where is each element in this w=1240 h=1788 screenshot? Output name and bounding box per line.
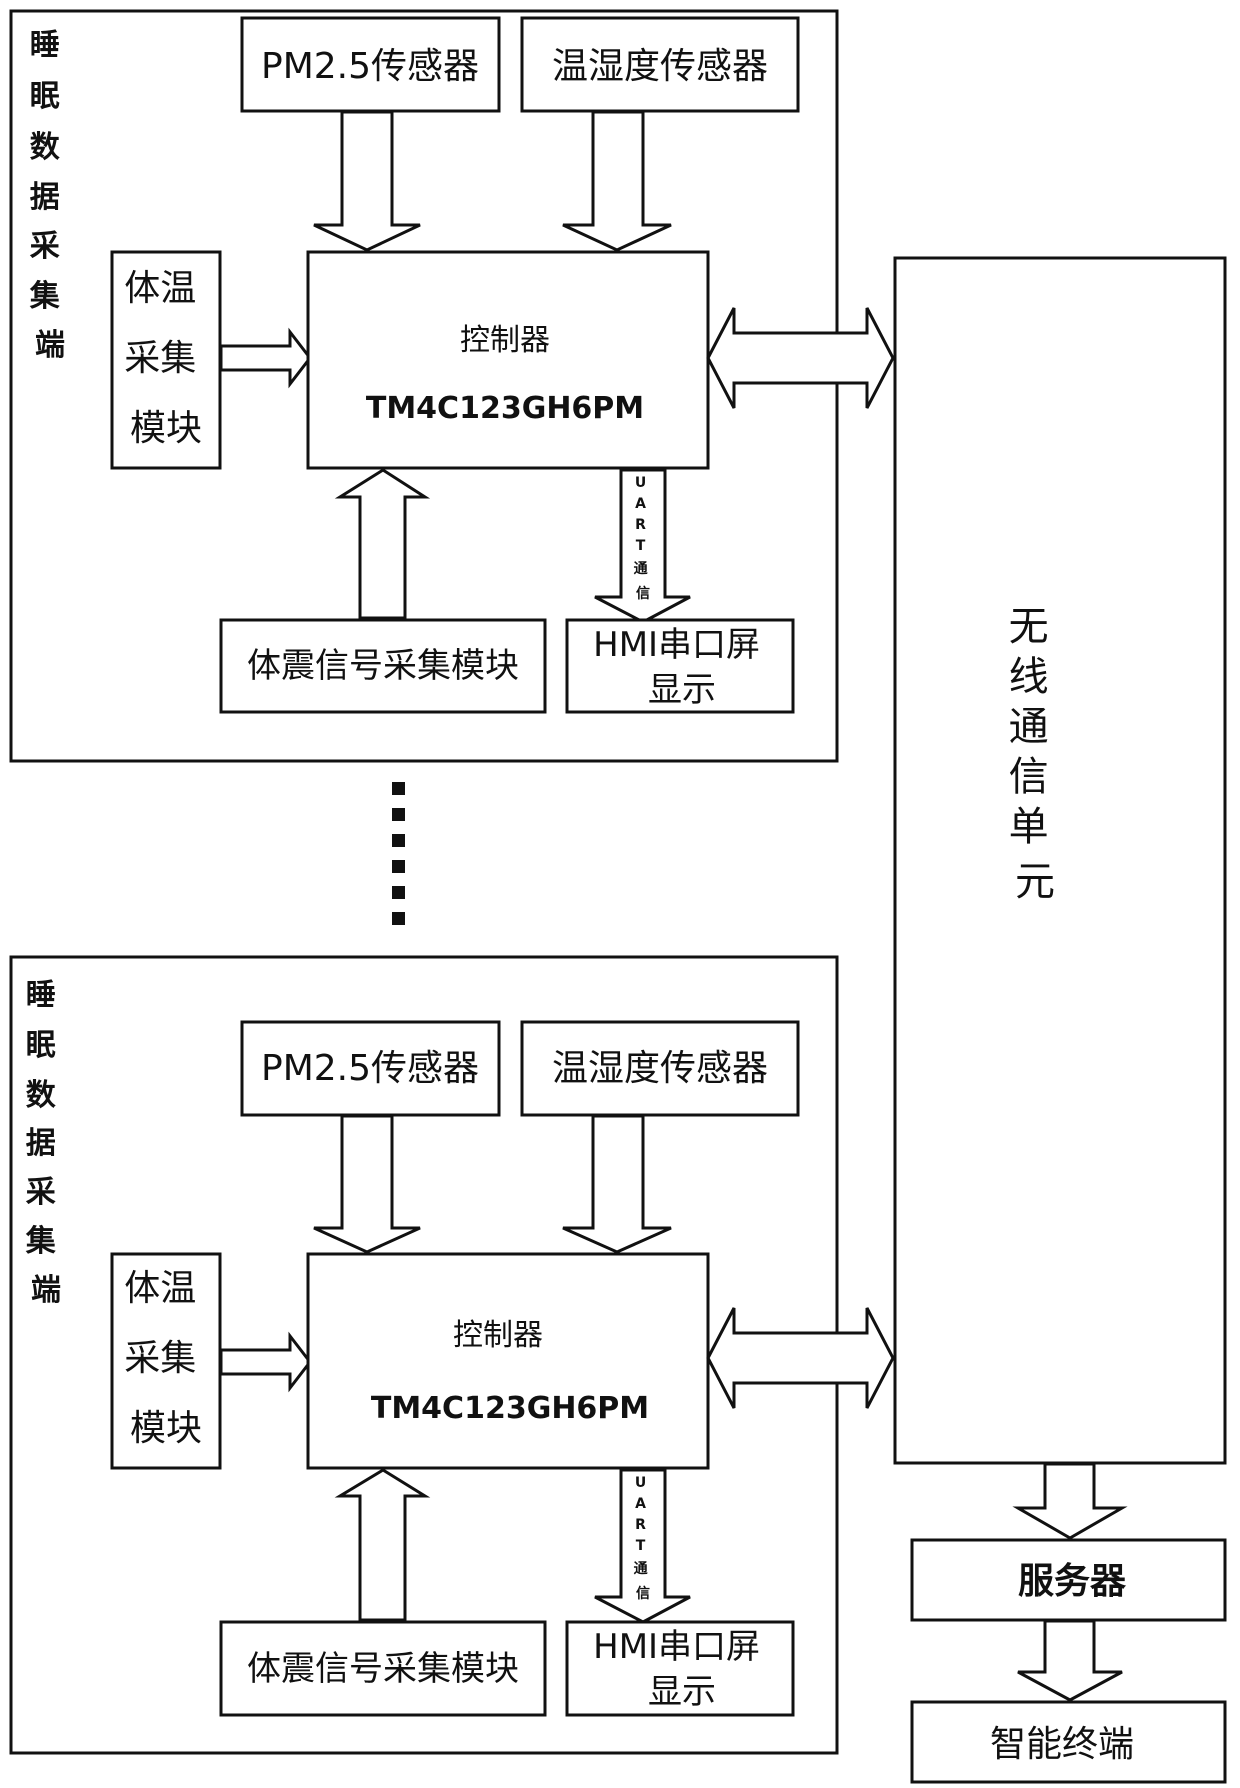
sleep-data-collector-1: 睡 眠 数 据 采 集 端 PM2.5传感器 温湿度传感器 体温 采集 模块 控… [11, 11, 893, 761]
vibration-module-label: 体震信号采集模块 [247, 1649, 519, 1689]
temp-humidity-sensor-label: 温湿度传感器 [552, 1048, 768, 1089]
controller-box [308, 1254, 708, 1468]
body-temp-module-label: 体温 采集 模块 [124, 268, 207, 449]
controller-title: 控制器 [460, 323, 550, 358]
collector-title: 睡 眠 数 据 采 集 端 [29, 28, 70, 363]
sleep-data-collector-2: 睡 眠 数 据 采 集 端 PM2.5传感器 温湿度传感器 体温 采集 模块 控… [11, 957, 893, 1753]
server-to-terminal-arrow [1018, 1621, 1122, 1700]
wireless-communication-unit-box [895, 258, 1225, 1463]
controller-model: TM4C123GH6PM [371, 1391, 649, 1426]
continuation-dots [392, 782, 405, 925]
server-label: 服务器 [1018, 1561, 1127, 1602]
collector-title: 睡 眠 数 据 采 集 端 [25, 978, 66, 1308]
temp-humidity-sensor-label: 温湿度传感器 [552, 46, 768, 87]
body-temp-module-label: 体温 采集 模块 [124, 1268, 207, 1449]
controller-model: TM4C123GH6PM [366, 391, 644, 426]
pm25-sensor-label: PM2.5传感器 [261, 1048, 479, 1089]
controller-box [308, 252, 708, 468]
wireless-communication-unit-label: 无 线 通 信 单 元 [1009, 604, 1062, 905]
wireless-to-server-arrow [1018, 1464, 1122, 1538]
controller-title: 控制器 [453, 1318, 543, 1353]
pm25-sensor-label: PM2.5传感器 [261, 46, 479, 87]
smart-terminal-label: 智能终端 [990, 1724, 1134, 1765]
vibration-module-label: 体震信号采集模块 [247, 646, 519, 686]
